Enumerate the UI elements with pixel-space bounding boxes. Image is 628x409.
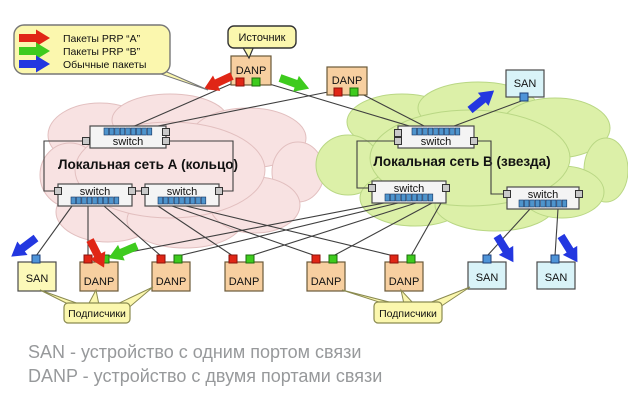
link-b-danp2: [108, 202, 385, 257]
prp-b-port-icon: [173, 254, 183, 264]
link-danp2-a: [147, 89, 339, 129]
switch-label: switch: [421, 136, 452, 148]
source-callout-label: Источник: [239, 32, 286, 44]
legend: Пакеты PRP “A” Пакеты PRP “B” Обычные па…: [13, 24, 209, 91]
switch-a-right: switch: [141, 183, 223, 207]
switch-a-top: switch: [82, 125, 170, 149]
prp-a-port-icon: [311, 254, 321, 264]
san-label: SAN: [545, 272, 568, 284]
link-star-right: [474, 140, 503, 195]
link-b-san8: [554, 208, 559, 257]
prp-b-port-icon: [328, 254, 338, 264]
link-ring-left: [43, 140, 86, 192]
san-top-node: SAN: [505, 69, 545, 102]
link-a-danp4: [157, 205, 234, 257]
subscribers-callout-right: Подписчики: [341, 286, 471, 324]
callout-box: [63, 302, 131, 324]
network-b-label: Локальная сеть B (звезда): [373, 154, 550, 169]
prp-b-port-icon: [406, 254, 416, 264]
danp-subscriber-1-node: DANP: [79, 254, 119, 292]
san-port-icon: [482, 254, 492, 264]
prp-b-port-icon: [245, 254, 255, 264]
switch-b-top: switch: [394, 125, 478, 149]
link-b-danp3: [177, 202, 399, 257]
danp-subscriber-4-node: DANP: [306, 254, 346, 292]
danp-label: DANP: [84, 276, 115, 288]
source-callout: Источник: [227, 25, 297, 60]
danp-label: DANP: [389, 276, 420, 288]
switch-b-right: switch: [503, 186, 583, 210]
legend-item-label: Пакеты PRP “B”: [63, 46, 141, 58]
link-danp2-b: [353, 89, 429, 129]
san-subscriber-b2-node: SAN: [536, 254, 576, 290]
link-a-san1: [35, 205, 73, 257]
prp-b-port-icon: [251, 77, 261, 87]
link-star-left: [356, 140, 394, 189]
san-label: SAN: [26, 273, 49, 285]
switch-b-left: switch: [368, 180, 450, 204]
subscribers-label: Подписчики: [379, 308, 437, 320]
danp-label: DANP: [229, 276, 260, 288]
callout-box: [373, 301, 443, 324]
summary-line-danp: DANP - устройство с двумя портами связи: [28, 366, 382, 386]
san-port-icon: [550, 254, 560, 264]
prp-a-port-icon: [235, 77, 245, 87]
link-source-a: [129, 79, 241, 129]
san-label: SAN: [514, 78, 537, 90]
legend-box: [13, 24, 171, 75]
prp-b-port-icon: [349, 87, 359, 97]
prp-b-packet-arrow-icon: [277, 70, 313, 97]
san-subscriber-a-node: SAN: [17, 254, 57, 292]
legend-item-label: Обычные пакеты: [63, 59, 146, 71]
link-source-b: [255, 79, 417, 129]
san-port-icon: [519, 92, 529, 102]
summary-line-san: SAN - устройство с одним портом связи: [28, 342, 361, 362]
switch-label: switch: [528, 189, 559, 201]
danp-subscriber-5-node: DANP: [384, 254, 424, 292]
prp-a-port-icon: [333, 87, 343, 97]
danp-label: DANP: [156, 276, 187, 288]
link-b-danp6: [410, 202, 442, 257]
switch-label: switch: [394, 183, 425, 195]
prp-a-packet-arrow-icon: [200, 68, 236, 97]
danp-label: DANP: [311, 276, 342, 288]
san-subscriber-b1-node: SAN: [467, 254, 507, 290]
switch-label: switch: [80, 186, 111, 198]
prp-a-port-icon: [156, 254, 166, 264]
switch-a-left: switch: [54, 183, 136, 207]
san-port-icon: [31, 254, 41, 264]
danp-subscriber-3-node: DANP: [224, 254, 264, 292]
network-a-label: Локальная сеть А (кольцо): [58, 157, 238, 172]
subscribers-callout-left: Подписчики: [39, 286, 154, 324]
san-label: SAN: [476, 272, 499, 284]
link-san-top-b: [445, 99, 525, 130]
danp-top-node: DANP: [326, 66, 368, 97]
legend-item-label: Пакеты PRP “A”: [63, 33, 141, 45]
network-links: [35, 79, 559, 257]
source-callout-box: [227, 25, 297, 49]
link-a-danp6: [185, 205, 395, 257]
link-ring-right: [166, 140, 234, 192]
danp-label: DANP: [332, 75, 363, 87]
link-a-danp5: [171, 205, 317, 257]
danp-label: DANP: [236, 65, 267, 77]
link-b-danp5: [332, 202, 433, 257]
source-danp-node: DANP: [230, 55, 272, 87]
danp-subscriber-2-node: DANP: [151, 254, 191, 292]
link-b-danp4: [249, 202, 417, 257]
link-b-san7: [486, 208, 531, 257]
switch-label: switch: [113, 136, 144, 148]
prp-a-port-icon: [389, 254, 399, 264]
prp-a-port-icon: [228, 254, 238, 264]
subscribers-label: Подписчики: [68, 308, 126, 320]
switch-label: switch: [167, 186, 198, 198]
